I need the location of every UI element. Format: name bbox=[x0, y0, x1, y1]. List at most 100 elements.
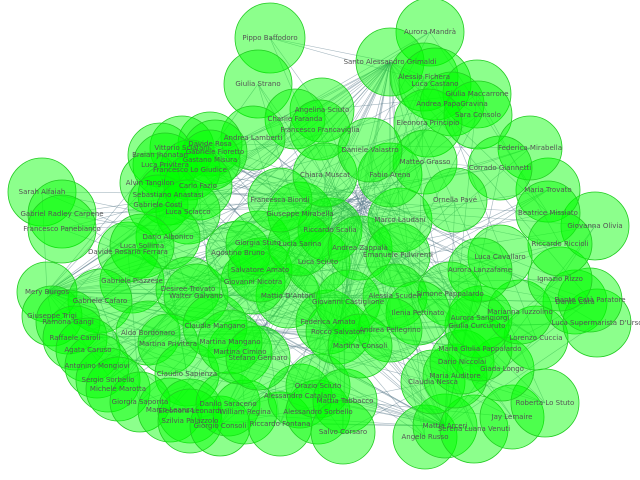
node-alvin-tangilon[interactable] bbox=[119, 152, 181, 214]
edge bbox=[181, 147, 339, 333]
node-william-regina[interactable] bbox=[212, 379, 278, 445]
node-lorenzo-cuccia[interactable] bbox=[503, 305, 569, 371]
node-charlie-faranda[interactable] bbox=[264, 88, 326, 150]
node-salvo-corsaro[interactable] bbox=[310, 399, 376, 465]
node-giovanna-olivia[interactable] bbox=[560, 191, 630, 261]
node-lucia-sarina[interactable] bbox=[267, 211, 333, 277]
node-simone-pappalardo[interactable] bbox=[417, 261, 483, 327]
node-sarah-alfaiah[interactable] bbox=[7, 157, 77, 227]
node-gabriele-fioretto[interactable] bbox=[182, 119, 248, 185]
node-marianna-iuzzolino[interactable] bbox=[487, 279, 553, 345]
node-maria-auditore[interactable] bbox=[422, 343, 488, 409]
node-giovanni-castiglione[interactable] bbox=[315, 269, 381, 335]
node-ramona-gangi[interactable] bbox=[35, 289, 101, 355]
node-dario-albonico[interactable] bbox=[135, 204, 201, 270]
node-dario-niccolai[interactable] bbox=[429, 329, 495, 395]
node-andrea-pellegrino[interactable] bbox=[357, 297, 423, 363]
edge bbox=[369, 83, 436, 216]
edge bbox=[344, 400, 513, 418]
node-salvatore-amato[interactable] bbox=[227, 237, 293, 303]
node-carlo-fazio[interactable] bbox=[163, 151, 233, 221]
node-emanuele-pulvirenti[interactable] bbox=[365, 222, 431, 288]
node-aldo-bordonaro[interactable] bbox=[115, 300, 181, 366]
node-label: Roberta Lo Stuto bbox=[516, 399, 575, 407]
node-martina-cimino[interactable] bbox=[207, 319, 273, 385]
node-desiree-trovato[interactable] bbox=[155, 256, 221, 322]
node-label: Angelina Sciuto bbox=[295, 106, 350, 114]
node-davide-rosario-ferrara[interactable] bbox=[97, 221, 159, 283]
node-giulia-strano[interactable] bbox=[223, 49, 293, 119]
node-federica-amato[interactable] bbox=[295, 289, 361, 355]
node-mattia-tabbacco[interactable] bbox=[312, 368, 378, 434]
node-chiara-muscat[interactable] bbox=[292, 142, 358, 208]
node-gabriele-piazzese[interactable] bbox=[99, 248, 165, 314]
node-szilvia-palazzolo[interactable] bbox=[157, 388, 223, 454]
node-francesca-biondi[interactable] bbox=[247, 167, 313, 233]
node-gastano-misura[interactable] bbox=[179, 129, 241, 191]
node-antonino-mongiovi[interactable] bbox=[64, 333, 130, 399]
node-ornella-pave[interactable] bbox=[422, 167, 488, 233]
node-corrado-giannetti[interactable] bbox=[467, 135, 533, 201]
node-label: Andrea Lamberti bbox=[224, 134, 283, 142]
node-walter-galvano[interactable] bbox=[163, 263, 229, 329]
node-serena-luana-venuti[interactable] bbox=[439, 394, 509, 464]
node-marco-laudani[interactable] bbox=[367, 187, 433, 253]
node-matteo-grasso[interactable] bbox=[392, 129, 458, 195]
node-luca-cavallaro[interactable] bbox=[467, 224, 533, 290]
edge bbox=[229, 341, 446, 427]
node-francesco-panebianco[interactable] bbox=[27, 194, 97, 264]
edge bbox=[252, 200, 373, 283]
node-label: Giuseppe Trigi bbox=[27, 312, 77, 320]
node-aurora-mandra[interactable] bbox=[395, 0, 465, 67]
node-mattia-d-antoni[interactable] bbox=[255, 263, 321, 329]
node-pippo-baffodoro[interactable] bbox=[234, 2, 306, 74]
node-giuseppe-mirabella[interactable] bbox=[267, 181, 333, 247]
node-agostino-bruno[interactable] bbox=[205, 220, 271, 286]
node-label: Giovanni Nicotra bbox=[224, 278, 282, 286]
node-francesco-francaviglia[interactable] bbox=[289, 99, 351, 161]
node-riccardo-scalia[interactable] bbox=[297, 197, 363, 263]
edge bbox=[444, 337, 537, 427]
node-michele-marotta[interactable] bbox=[85, 356, 151, 422]
node-jay-lemaire[interactable] bbox=[479, 384, 545, 450]
node-mattia-arceri[interactable] bbox=[412, 393, 478, 459]
node-alessia-scuderi[interactable] bbox=[362, 263, 428, 329]
node-andrea-papagravina[interactable] bbox=[419, 71, 485, 137]
node-gabriele-cafaro[interactable] bbox=[67, 268, 133, 334]
node-santo-alessandro-grimaldi[interactable] bbox=[355, 27, 425, 97]
node-marco-leanza[interactable] bbox=[137, 377, 203, 443]
node-martina-consoli[interactable] bbox=[327, 313, 393, 379]
node-raffaele-caroli[interactable] bbox=[42, 305, 108, 371]
edge bbox=[189, 199, 366, 422]
node-danilo-saraceno[interactable] bbox=[195, 371, 261, 437]
node-aurora-sangiorgi[interactable] bbox=[447, 285, 513, 351]
node-riccardo-riccioli[interactable] bbox=[527, 211, 593, 277]
node-eleonora-principio[interactable] bbox=[393, 88, 463, 158]
node-ignazio-rizzo[interactable] bbox=[527, 246, 593, 312]
edge bbox=[324, 174, 353, 212]
node-giorgio-consoli[interactable] bbox=[189, 395, 251, 457]
node-stefano-gennaro[interactable] bbox=[225, 325, 291, 391]
node-giorgia-saporita[interactable] bbox=[109, 371, 171, 433]
node-claudia-nesca[interactable] bbox=[400, 349, 466, 415]
node-luca-supermarista-d-urso[interactable] bbox=[562, 288, 632, 358]
node-label: Serena Luana Venuti bbox=[438, 425, 510, 433]
node-giorgia-stuto[interactable] bbox=[225, 210, 291, 276]
node-gabriel-radley-carpene[interactable] bbox=[27, 179, 97, 249]
node-andrea-lamberti[interactable] bbox=[220, 105, 286, 171]
node-giovanni-nicotra[interactable] bbox=[220, 249, 286, 315]
node-vittorio-sclafani[interactable] bbox=[149, 115, 215, 181]
node-alessio-fichera[interactable] bbox=[389, 42, 459, 112]
node-label: Claudia Mangano bbox=[185, 322, 246, 330]
edge bbox=[41, 191, 301, 245]
node-luca-castano[interactable] bbox=[398, 47, 472, 121]
edge bbox=[324, 174, 339, 333]
node-rocco-salvatori[interactable] bbox=[305, 299, 371, 365]
node-sergio-sorbello[interactable] bbox=[75, 347, 141, 413]
node-daniele-valastro[interactable] bbox=[337, 117, 403, 183]
node-maria-trovato[interactable] bbox=[515, 157, 581, 223]
node-gabriele-costi[interactable] bbox=[127, 174, 189, 236]
node-aurora-lanzafame[interactable] bbox=[447, 237, 513, 303]
node-angelina-sciuto[interactable] bbox=[289, 77, 355, 143]
